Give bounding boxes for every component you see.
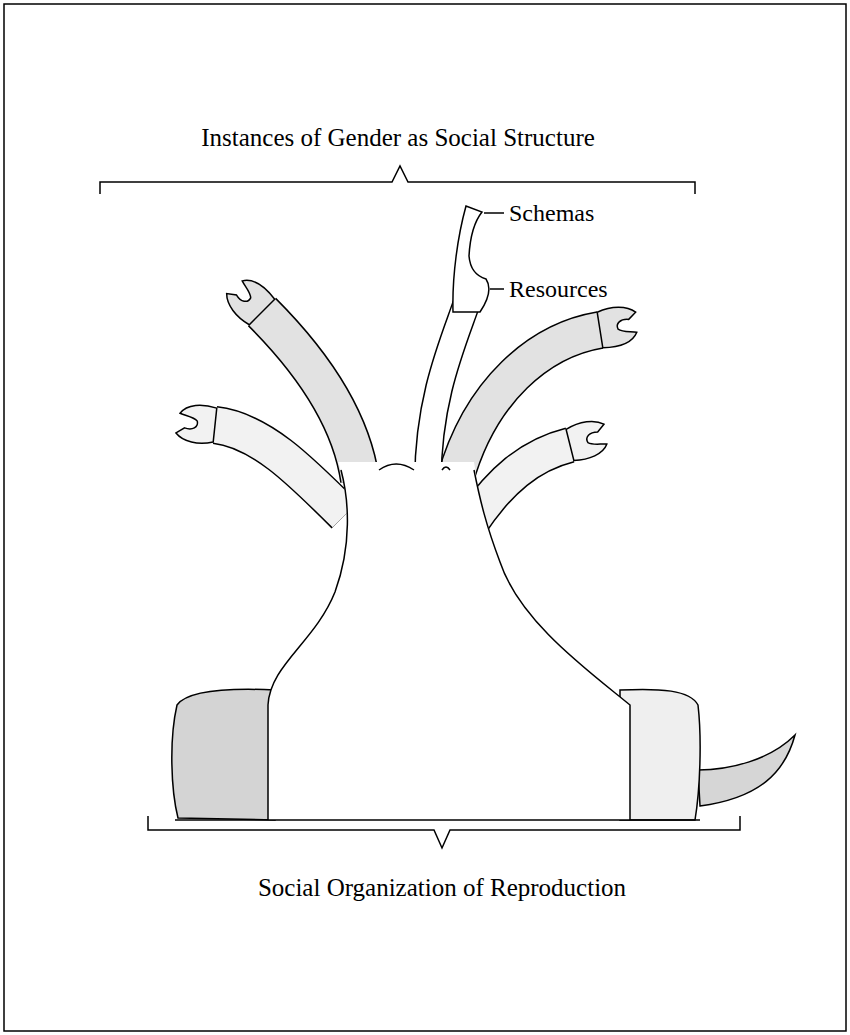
bracket-label-box: Instances of Gender as Social Structure [201, 123, 595, 153]
center-head [453, 206, 489, 312]
part-label: Resources [509, 275, 608, 304]
frame-border [4, 4, 846, 1031]
body-right-edge [474, 470, 630, 820]
heads [175, 206, 640, 462]
claw-head [597, 304, 641, 348]
bottom-bracket [148, 816, 740, 848]
base-line [175, 819, 700, 821]
arm-outline [215, 425, 345, 515]
claw-head [175, 403, 217, 445]
arm-outline [470, 445, 570, 525]
part-label: Schemas [509, 199, 594, 228]
claw-head [565, 418, 611, 462]
neck [428, 305, 466, 480]
neck-outline [428, 305, 466, 480]
bracket-label: Instances of Gender as Social Structure [201, 123, 595, 153]
bracket-label-box: Social Organization of Reproduction [258, 873, 626, 903]
top-bracket [100, 166, 695, 194]
bracket-label: Social Organization of Reproduction [258, 873, 626, 903]
body-top-edge [442, 467, 450, 470]
tail [698, 735, 795, 806]
body-outline [175, 464, 700, 820]
body-fill [268, 462, 630, 820]
part-label-box: Schemas [509, 199, 594, 228]
part-label-box: Resources [509, 275, 608, 304]
leader-line [490, 288, 504, 290]
body-left-edge [268, 470, 347, 820]
left-lobe [172, 689, 275, 820]
claw-head [221, 272, 275, 326]
right-lobe [620, 689, 700, 820]
arm [215, 425, 345, 515]
body-top-edge [379, 464, 414, 470]
arm [470, 445, 570, 525]
leader-line [484, 212, 504, 214]
